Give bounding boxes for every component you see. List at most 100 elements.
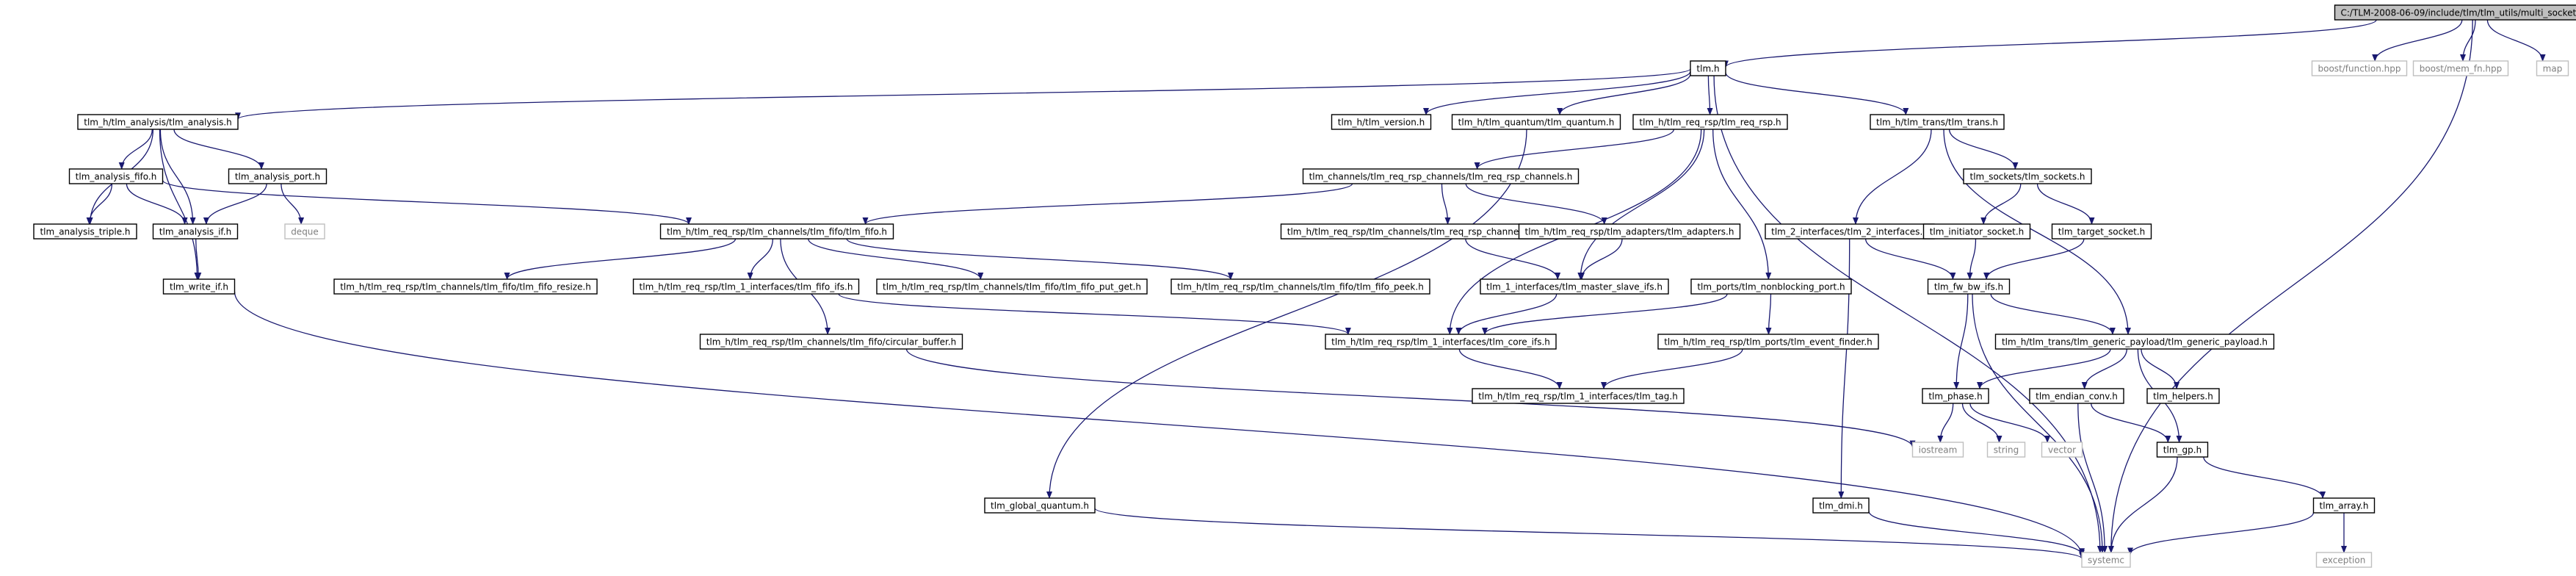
graph-node-tlm-h[interactable]: tlm.h <box>1690 60 1726 76</box>
graph-node-root: C:/TLM-2008-06-09/include/tlm/tlm_utils/… <box>2334 4 2576 21</box>
graph-node-event-finder[interactable]: tlm_h/tlm_req_rsp/tlm_ports/tlm_event_fi… <box>1657 334 1879 350</box>
edge-sockets-h-to-initiator-socket <box>1980 183 2022 225</box>
node-label: tlm_h/tlm_req_rsp/tlm_channels/tlm_fifo/… <box>706 337 957 348</box>
node-label: tlm_fw_bw_ifs.h <box>1934 282 2003 292</box>
edge-tlm-h-to-analysis-h <box>235 68 1691 120</box>
graph-node-write-if[interactable]: tlm_write_if.h <box>162 278 236 295</box>
node-box <box>1451 114 1621 130</box>
node-box <box>1325 334 1557 350</box>
graph-node-fw-bw-ifs[interactable]: tlm_fw_bw_ifs.h <box>1927 278 2011 295</box>
edge-tlm-h-to-quantum-h <box>1557 73 1691 115</box>
graph-node-map: map <box>2536 60 2569 76</box>
node-label: tlm_h/tlm_quantum/tlm_quantum.h <box>1458 118 1615 128</box>
graph-node-circular-buffer[interactable]: tlm_h/tlm_req_rsp/tlm_channels/tlm_fifo/… <box>699 334 963 350</box>
node-label: tlm_1_interfaces/tlm_master_slave_ifs.h <box>1486 282 1663 292</box>
graph-node-array-h[interactable]: tlm_array.h <box>2312 497 2376 514</box>
edge-gp-h-to-systemc <box>2108 456 2178 553</box>
graph-node-tlm-tag[interactable]: tlm_h/tlm_req_rsp/tlm_1_interfaces/tlm_t… <box>1472 388 1685 404</box>
node-label: tlm_dmi.h <box>1819 501 1863 511</box>
node-box <box>2146 388 2220 404</box>
graph-node-quantum-h[interactable]: tlm_h/tlm_quantum/tlm_quantum.h <box>1451 114 1621 130</box>
graph-node-master-slave-ifs[interactable]: tlm_1_interfaces/tlm_master_slave_ifs.h <box>1480 278 1669 295</box>
graph-node-version-h[interactable]: tlm_h/tlm_version.h <box>1331 114 1432 130</box>
node-box <box>2041 442 2083 458</box>
graph-node-fifo-peek[interactable]: tlm_h/tlm_req_rsp/tlm_channels/tlm_fifo/… <box>1171 278 1430 295</box>
edge-root-to-boost-mem-fn <box>2460 19 2476 62</box>
graph-node-nonblocking-port[interactable]: tlm_ports/tlm_nonblocking_port.h <box>1690 278 1852 295</box>
graph-node-req-rsp-h[interactable]: tlm_h/tlm_req_rsp/tlm_req_rsp.h <box>1632 114 1788 130</box>
node-box <box>162 278 236 295</box>
edge-generic-payload-to-helpers-h <box>2141 348 2180 389</box>
graph-node-phase-h[interactable]: tlm_phase.h <box>1922 388 1989 404</box>
node-box <box>33 223 137 240</box>
graph-node-analysis-triple[interactable]: tlm_analysis_triple.h <box>33 223 137 240</box>
node-box <box>1986 442 2026 458</box>
graph-node-endian-conv[interactable]: tlm_endian_conv.h <box>2029 388 2124 404</box>
graph-node-two-interfaces[interactable]: tlm_2_interfaces/tlm_2_interfaces.h <box>1765 223 1935 240</box>
graph-node-global-quantum[interactable]: tlm_global_quantum.h <box>984 497 1096 514</box>
graph-node-helpers-h[interactable]: tlm_helpers.h <box>2146 388 2220 404</box>
graph-node-analysis-if[interactable]: tlm_analysis_if.h <box>152 223 239 240</box>
node-label: tlm_h/tlm_analysis/tlm_analysis.h <box>84 118 231 128</box>
edge-phase-h-to-string <box>1961 403 2002 443</box>
node-label: iostream <box>1919 445 1958 456</box>
edge-generic-payload-to-endian-conv <box>2081 348 2127 389</box>
node-label: tlm_array.h <box>2320 501 2369 511</box>
graph-node-analysis-h[interactable]: tlm_h/tlm_analysis/tlm_analysis.h <box>77 114 239 130</box>
graph-node-tlm-fifo[interactable]: tlm_h/tlm_req_rsp/tlm_channels/tlm_fifo/… <box>659 223 894 240</box>
node-label: tlm_analysis_port.h <box>235 172 320 182</box>
edge-root-to-boost-function <box>2372 19 2463 62</box>
edge-tlm-h-to-req-rsp-h <box>1707 75 1713 115</box>
node-box <box>699 334 963 350</box>
node-box <box>228 168 328 184</box>
node-box <box>2334 4 2576 21</box>
edge-root-to-systemc <box>2108 19 2473 553</box>
edge-tlm-fifo-to-fifo-put-get <box>808 238 984 280</box>
node-label: tlm_h/tlm_req_rsp/tlm_1_interfaces/tlm_t… <box>1478 392 1678 402</box>
node-box <box>1171 278 1430 295</box>
node-label: tlm_write_if.h <box>170 282 228 292</box>
graph-node-generic-payload[interactable]: tlm_h/tlm_trans/tlm_generic_payload/tlm_… <box>1994 334 2275 350</box>
graph-node-analysis-fifo[interactable]: tlm_analysis_fifo.h <box>68 168 164 184</box>
node-layer: C:/TLM-2008-06-09/include/tlm/tlm_utils/… <box>33 4 2576 568</box>
edge-root-to-tlm-h <box>1723 19 2377 68</box>
node-label: tlm_h/tlm_req_rsp/tlm_1_interfaces/tlm_c… <box>1331 337 1550 348</box>
graph-node-systemc: systemc <box>2081 552 2131 568</box>
node-box <box>1963 168 2092 184</box>
node-box <box>2536 60 2569 76</box>
edge-req-rsp-channels-to-tlm-fifo <box>862 183 1353 225</box>
graph-node-target-socket[interactable]: tlm_target_socket.h <box>2051 223 2152 240</box>
graph-node-fifo-put-get[interactable]: tlm_h/tlm_req_rsp/tlm_channels/tlm_fifo/… <box>876 278 1148 295</box>
graph-node-gp-h[interactable]: tlm_gp.h <box>2156 442 2209 458</box>
graph-node-fifo-ifs[interactable]: tlm_h/tlm_req_rsp/tlm_1_interfaces/tlm_f… <box>632 278 860 295</box>
edge-analysis-h-to-analysis-if <box>159 129 196 225</box>
graph-node-dmi-h[interactable]: tlm_dmi.h <box>1812 497 1870 514</box>
graph-node-trans-h[interactable]: tlm_h/tlm_trans/tlm_trans.h <box>1870 114 2005 130</box>
graph-node-initiator-socket[interactable]: tlm_initiator_socket.h <box>1922 223 2031 240</box>
edge-fw-bw-ifs-to-generic-payload <box>1990 293 2116 335</box>
graph-node-string: string <box>1986 442 2026 458</box>
node-label: tlm_h/tlm_req_rsp/tlm_channels/tlm_fifo/… <box>883 282 1141 292</box>
node-label: string <box>1994 445 2019 456</box>
graph-node-analysis-port[interactable]: tlm_analysis_port.h <box>228 168 328 184</box>
graph-node-req-rsp-channels[interactable]: tlm_channels/tlm_req_rsp_channels/tlm_re… <box>1302 168 1580 184</box>
edge-root-to-map <box>2486 19 2546 62</box>
node-label: vector <box>2048 445 2076 456</box>
edge-tlm-h-to-trans-h <box>1725 72 1909 115</box>
graph-node-core-ifs[interactable]: tlm_h/tlm_req_rsp/tlm_1_interfaces/tlm_c… <box>1325 334 1557 350</box>
node-label: tlm_sockets/tlm_sockets.h <box>1969 172 2085 182</box>
graph-node-fifo-resize[interactable]: tlm_h/tlm_req_rsp/tlm_channels/tlm_fifo/… <box>333 278 598 295</box>
edge-tlm-fifo-to-fifo-peek <box>846 238 1234 280</box>
graph-node-sockets-h[interactable]: tlm_sockets/tlm_sockets.h <box>1963 168 2092 184</box>
graph-node-vector: vector <box>2041 442 2083 458</box>
node-label: boost/function.hpp <box>2318 64 2401 74</box>
node-label: boost/mem_fn.hpp <box>2420 64 2503 74</box>
node-label: tlm_h/tlm_version.h <box>1338 118 1425 128</box>
edge-nonblocking-port-to-core-ifs <box>1482 293 1728 335</box>
node-box <box>659 223 894 240</box>
graph-node-iostream: iostream <box>1911 442 1964 458</box>
graph-node-adapters-h[interactable]: tlm_h/tlm_req_rsp/tlm_adapters/tlm_adapt… <box>1518 223 1741 240</box>
edge-req-rsp-channels-to-put-get-imp <box>1441 183 1451 225</box>
node-box <box>1632 114 1788 130</box>
